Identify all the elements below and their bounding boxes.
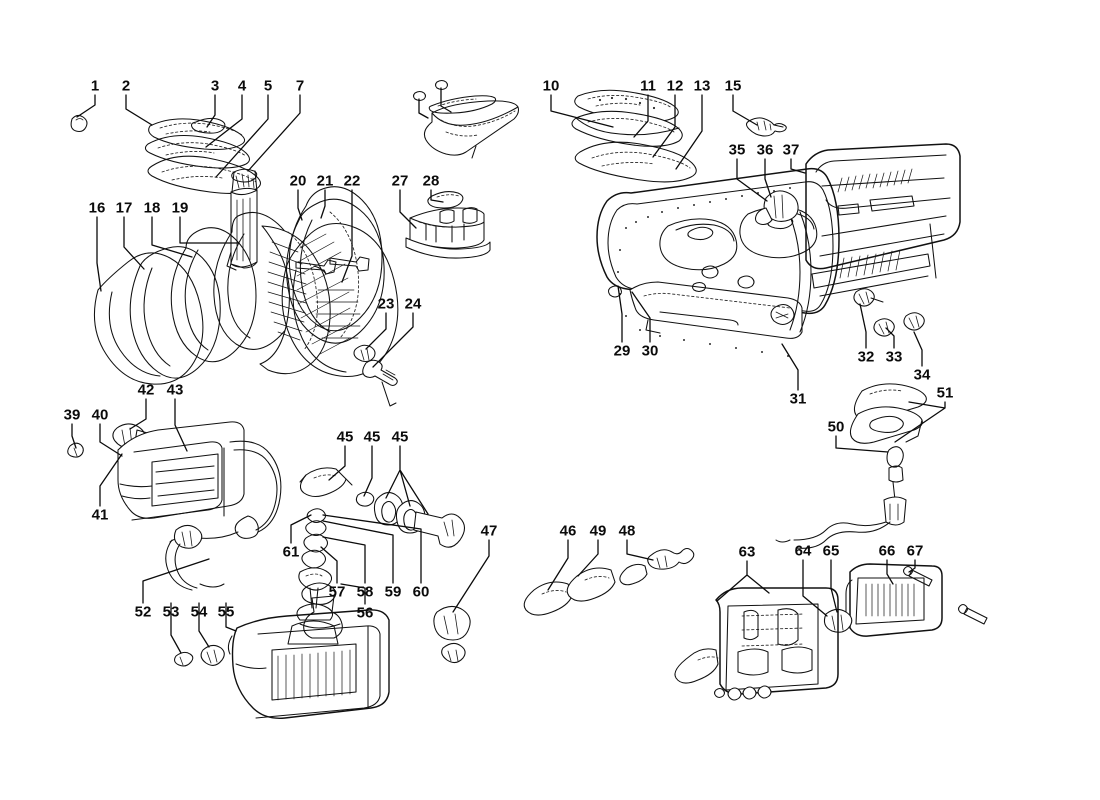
group-seals-top-left: [70, 114, 262, 271]
group-fittings-center: [287, 467, 471, 664]
group-connectors-46-49: [523, 547, 695, 616]
group-side-marker-lens: [805, 143, 961, 297]
group-lamp-base-27-28: [405, 191, 491, 259]
group-seals-top-right: [571, 89, 697, 183]
group-bulbs-35-36: [754, 190, 799, 226]
group-fog-lamp-left: [67, 421, 282, 591]
leader-lines: [71, 94, 946, 654]
group-lamp-body-top-middle: [412, 79, 520, 159]
part-15-contact: [745, 117, 787, 137]
group-fog-lamp-bottom: [174, 582, 390, 719]
group-plate-lamp: [674, 383, 988, 701]
group-headlamp-rings: [93, 211, 337, 385]
group-reflector-lens: [281, 186, 399, 407]
